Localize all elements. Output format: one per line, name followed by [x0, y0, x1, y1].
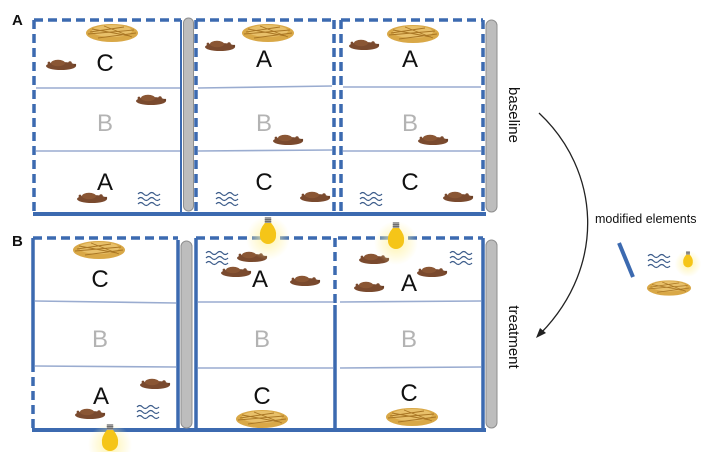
straw-icon — [235, 409, 289, 429]
panel-a-walls — [32, 18, 486, 216]
panel-b-zone-dividers — [34, 300, 482, 369]
zone-label: A — [402, 46, 418, 73]
zone-label: A — [401, 270, 417, 297]
zone-label: A — [256, 46, 272, 73]
treatment-label: treatment — [505, 305, 522, 369]
legend-title: modified elements — [595, 212, 696, 226]
panel-a-shelters — [183, 17, 498, 213]
zone-label: A — [93, 383, 109, 410]
dung-icon — [273, 134, 304, 145]
zone-label: B — [254, 326, 270, 353]
lightbulb-icon — [246, 216, 290, 260]
zone-label: C — [401, 169, 418, 196]
straw-icon — [241, 23, 295, 43]
zone-label: C — [253, 383, 270, 410]
dung-icon — [205, 40, 236, 51]
straw-icon — [386, 24, 440, 44]
straw-icon — [72, 240, 126, 260]
zone-label: C — [91, 266, 108, 293]
panel-a-zone-labels: C B A A B C A B C — [96, 46, 418, 196]
panel-b-shelters — [180, 239, 498, 429]
zone-label: C — [255, 169, 272, 196]
dung-icon — [136, 94, 167, 105]
zone-label: A — [252, 266, 268, 293]
panel-b-zone-labels: C B A A B C A B C — [91, 266, 417, 410]
dung-icon — [443, 191, 474, 202]
dung-icon — [221, 266, 252, 277]
zone-label: B — [256, 110, 272, 137]
zone-label: C — [96, 50, 113, 77]
dung-icon — [349, 39, 380, 50]
zone-label: A — [97, 169, 113, 196]
water-icon — [215, 191, 239, 207]
zone-label: B — [92, 326, 108, 353]
zone-label: C — [400, 380, 417, 407]
dung-icon — [354, 281, 385, 292]
transition-arrow — [536, 112, 589, 338]
panel-a-zone-dividers — [36, 85, 481, 152]
barrier-icon — [617, 242, 635, 278]
dung-icon — [140, 378, 171, 389]
straw-icon — [385, 407, 439, 427]
water-icon — [205, 250, 229, 266]
water-icon — [449, 250, 473, 266]
water-icon — [136, 404, 160, 420]
water-icon — [359, 191, 383, 207]
dung-icon — [300, 191, 331, 202]
lightbulb-icon — [88, 423, 132, 452]
zone-label: B — [402, 110, 418, 137]
panel-a-letter: A — [12, 12, 23, 29]
lightbulb-icon — [674, 250, 702, 277]
dung-icon — [418, 134, 449, 145]
panel-b-letter: B — [12, 233, 23, 250]
zone-label: B — [97, 110, 113, 137]
dung-icon — [46, 59, 77, 70]
zone-label: B — [401, 326, 417, 353]
dung-icon — [75, 408, 106, 419]
water-icon — [647, 253, 671, 269]
straw-icon — [646, 279, 692, 297]
water-icon — [137, 191, 161, 207]
dung-icon — [290, 275, 321, 286]
lightbulb-icon — [374, 221, 418, 265]
dung-icon — [417, 266, 448, 277]
baseline-label: baseline — [505, 87, 522, 143]
straw-icon — [85, 23, 139, 43]
